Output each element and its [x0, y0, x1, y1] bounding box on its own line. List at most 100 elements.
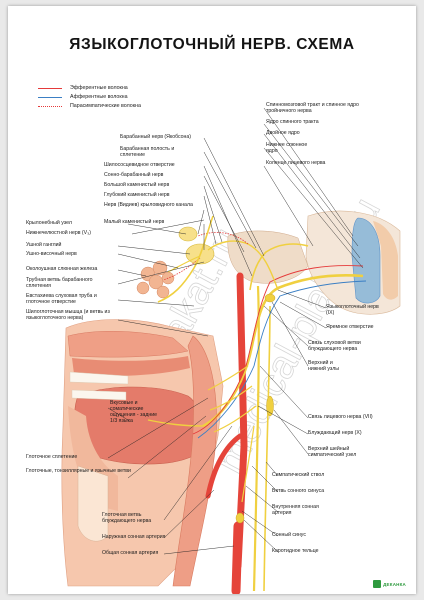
label-spinal-tract-nucleus: Ядро спинного тракта — [266, 119, 319, 125]
leader-lines-left — [107, 219, 235, 555]
label-mandibular-nerve: Нижнечелюстной нерв (V₃) — [26, 230, 91, 236]
leader-line — [259, 365, 309, 419]
logo-text: ДЕКАНКА — [383, 581, 406, 587]
common-carotid-artery — [231, 521, 243, 594]
palate — [72, 356, 190, 376]
superior-cervical-ganglion — [266, 395, 274, 417]
leader-line — [245, 485, 279, 513]
label-inferior-salivatory-nucleus: Нижнее слюнное ядро — [266, 142, 308, 154]
external-carotid-artery — [205, 433, 243, 499]
label-tubal-branch: Трубная ветвь барабанного сплетения — [26, 277, 93, 289]
label-auriculotemporal-nerve: Ушно-височный нерв — [26, 251, 77, 257]
lingual-branch — [147, 419, 204, 427]
legend-swatch-parasympathetic — [38, 106, 62, 107]
leader-line — [117, 245, 191, 255]
label-common-carotid: Общая сонная артерия — [102, 550, 159, 556]
carotid-sinus-branch — [241, 425, 255, 503]
leader-line — [263, 165, 314, 247]
label-tympanic-nerve: Барабанный нерв (Якобсона) — [120, 134, 192, 140]
label-caroticotympanic-nerve: Сонно-барабанный нерв — [104, 172, 164, 178]
leader-line — [203, 185, 223, 243]
poster-sheet: medical-plakat.ru medical-plakat.ru ЯЗЫК… — [8, 6, 416, 594]
label-glossopharyngeal-nerve: Языкоглоточный нерв (IX) — [326, 304, 379, 316]
leader-line — [203, 195, 217, 245]
efferent-fiber-path — [192, 265, 364, 435]
label-superior-inferior-ganglia: Верхний и нижний узлы — [308, 360, 340, 372]
carotid-body — [235, 512, 245, 524]
leader-line — [203, 137, 265, 257]
label-internal-carotid: Внутренняя сонная артерия — [272, 504, 319, 516]
leader-line — [277, 289, 327, 309]
leader-line — [163, 545, 235, 555]
label-parotid-gland: Околоушная слюнная железа — [26, 266, 98, 272]
leader-line — [117, 299, 195, 307]
leader-line — [243, 519, 279, 553]
leader-line — [203, 151, 257, 249]
dura-shape — [373, 221, 398, 300]
legend-swatch-efferent — [38, 88, 62, 89]
label-pharyngeal-plexus: Глоточное сплетение — [26, 454, 78, 460]
leader-line — [203, 165, 253, 277]
label-pterygopalatine-ganglion: Крылонебный узел — [26, 220, 72, 226]
label-superior-cervical-ganglion: Верхний шейный симпатический узел — [308, 446, 357, 458]
label-eustachian-tube: Евстахиева слуховая труба и глоточное от… — [26, 293, 97, 305]
label-vagus-pharyngeal-branch: Глоточная ветвь блуждающего нерва — [102, 512, 152, 524]
label-vagus-auricular-connection: Связь слуховой ветви блуждающего нерва — [308, 340, 361, 352]
leader-lines-right — [257, 107, 364, 455]
label-nucleus-ambiguus: Двойное ядро — [266, 130, 300, 136]
parotid-gland — [136, 260, 175, 299]
label-greater-petrosal-nerve: Большой каменистый нерв — [104, 182, 170, 188]
glossopharyngeal-nerve — [202, 274, 364, 428]
label-trigeminal-spinal-tract: Спинномозговой тракт и спинное ядро трой… — [266, 102, 359, 114]
afferent-fiber-path — [197, 280, 367, 439]
teeth-lower — [71, 389, 127, 401]
leader-line — [163, 425, 233, 521]
label-vagus-nerve: Блуждающий нерв (X) — [308, 430, 362, 436]
label-otic-ganglion: Ушной ганглий — [26, 242, 62, 248]
leader-line — [107, 397, 209, 459]
leader-line — [163, 489, 215, 539]
teeth-upper — [69, 371, 129, 385]
label-tympanic-cavity: Барабанная полость и сплетение — [120, 146, 175, 158]
leader-line — [131, 219, 205, 235]
label-taste-posterior-third: Вкусовые и соматические ощущения - задни… — [110, 400, 158, 424]
label-stylomastoid-foramen: Шилососцевидное отверстие — [104, 162, 175, 168]
label-carotid-sinus-branch: Ветвь сонного синуса — [272, 488, 325, 494]
mandibular-nerve — [157, 215, 214, 303]
logo-icon — [373, 580, 382, 588]
leader-line — [127, 415, 207, 479]
nasal-cavity — [67, 331, 189, 358]
pharyngeal-branch-3 — [213, 405, 257, 433]
auriculotemporal-nerve — [167, 255, 201, 273]
leader-line — [107, 407, 129, 421]
legend-swatch-afferent — [38, 97, 62, 98]
leader-line — [197, 209, 205, 235]
leader-line — [279, 301, 327, 329]
leader-line — [117, 261, 205, 285]
leader-line — [265, 461, 279, 477]
label-facial-genu: Коленце лицевого нерва — [266, 160, 326, 166]
leader-line — [241, 510, 279, 537]
legend-label: Эфферентные волокна — [70, 85, 128, 91]
legend-label: Парасимпатические волокна — [70, 103, 141, 109]
label-sympathetic-trunk: Симпатический ствол — [272, 472, 325, 478]
leader-line — [117, 319, 209, 337]
lesser-petrosal-nerve — [197, 232, 249, 245]
glossopharyngeal-ganglia — [264, 293, 276, 303]
label-facial-connection: Связь лицевого нерва (VII) — [308, 414, 373, 420]
leader-line — [271, 301, 309, 367]
pterygopalatine-ganglion — [178, 226, 198, 242]
sympathetic-trunk — [263, 305, 271, 592]
publisher-logo: ДЕКАНКА — [373, 580, 406, 588]
label-jugular-foramen: Яремное отверстие — [326, 324, 374, 330]
leader-line — [263, 305, 309, 347]
anatomy-illustration — [61, 107, 401, 594]
leader-line — [263, 107, 354, 237]
mandible-lower — [77, 465, 109, 542]
pharyngeal-branch-1 — [207, 365, 249, 391]
pharyngeal-branch-2 — [209, 385, 253, 411]
leader-line — [117, 269, 147, 277]
legend-label: Афферентные волокна — [70, 94, 128, 100]
label-carotid-body: Каротидное тельце — [272, 548, 319, 554]
page-title: ЯЗЫКОГЛОТОЧНЫЙ НЕРВ. СХЕМА — [69, 36, 355, 53]
